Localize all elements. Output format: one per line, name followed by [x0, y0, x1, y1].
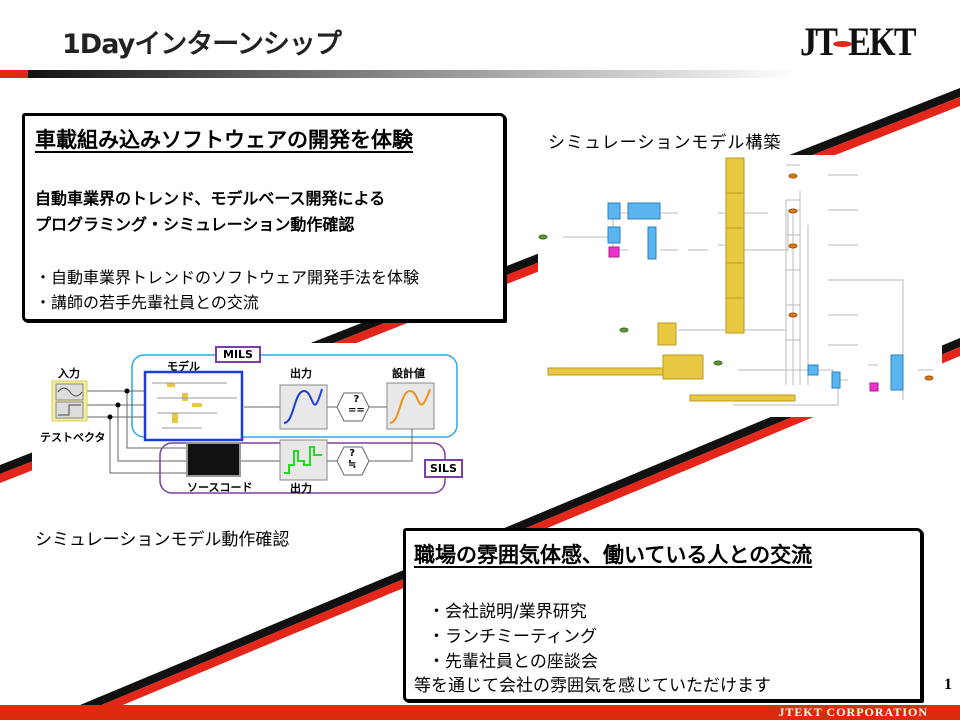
- test-vector-label: テストベクタ: [40, 431, 106, 444]
- sils-output-label: 出力: [290, 482, 312, 495]
- box2-heading: 職場の雰囲気体感、働いている人との交流: [414, 543, 813, 567]
- model-label: モデル: [167, 360, 200, 373]
- list-item: ・講師の若手先輩社員との交流: [35, 293, 259, 312]
- compare-equal-icon: ? ==: [348, 394, 365, 416]
- mils-label: MILS: [215, 346, 261, 363]
- workplace-atmosphere-box: 職場の雰囲気体感、働いている人との交流 ・会社説明/業界研究 ・ランチミーティン…: [403, 528, 923, 702]
- footer-company: JTEKT CORPORATION: [778, 705, 928, 719]
- header-gradient-bar: [0, 70, 960, 78]
- mils-sils-diagram: 入力 テストベクタ モデル 出力 設計値 MILS ? == ? ≒ ソースコー…: [32, 343, 472, 498]
- box1-heading: 車載組み込みソフトウェアの開発を体験: [35, 128, 413, 152]
- simulation-title: シミュレーションモデル構築: [548, 133, 782, 153]
- compare-approx-icon: ? ≒: [348, 448, 357, 470]
- box1-subtitle: 自動車業界のトレンド、モデルベース開発による プログラミング・シミュレーション動…: [35, 186, 385, 238]
- diagram-caption: シミュレーションモデル動作確認: [35, 530, 290, 550]
- sils-label: SILS: [424, 459, 463, 478]
- list-item: ・ランチミーティング: [428, 627, 597, 647]
- simulation-model-image: [538, 155, 942, 417]
- mils-output-label: 出力: [290, 367, 312, 380]
- page-title: 1Dayインターンシップ: [62, 29, 342, 60]
- list-item: ・会社説明/業界研究: [428, 602, 587, 622]
- source-code-label: ソースコード: [187, 481, 253, 494]
- software-development-box: 車載組み込みソフトウェアの開発を体験 自動車業界のトレンド、モデルベース開発によ…: [22, 113, 506, 322]
- footer-bar: JTEKT CORPORATION: [0, 705, 960, 720]
- subtitle-line: 自動車業界のトレンド、モデルベース開発による: [35, 189, 386, 208]
- subtitle-line: プログラミング・シミュレーション動作確認: [35, 215, 355, 234]
- list-item: ・自動車業界トレンドのソフトウェア開発手法を体験: [35, 268, 420, 287]
- page-number: 1: [944, 676, 952, 693]
- design-value-label: 設計値: [392, 367, 425, 380]
- list-item: ・先輩社員との座談会: [428, 652, 598, 672]
- box2-footer-text: 等を通じて会社の雰囲気を感じていただけます: [414, 676, 771, 696]
- input-label: 入力: [58, 367, 80, 380]
